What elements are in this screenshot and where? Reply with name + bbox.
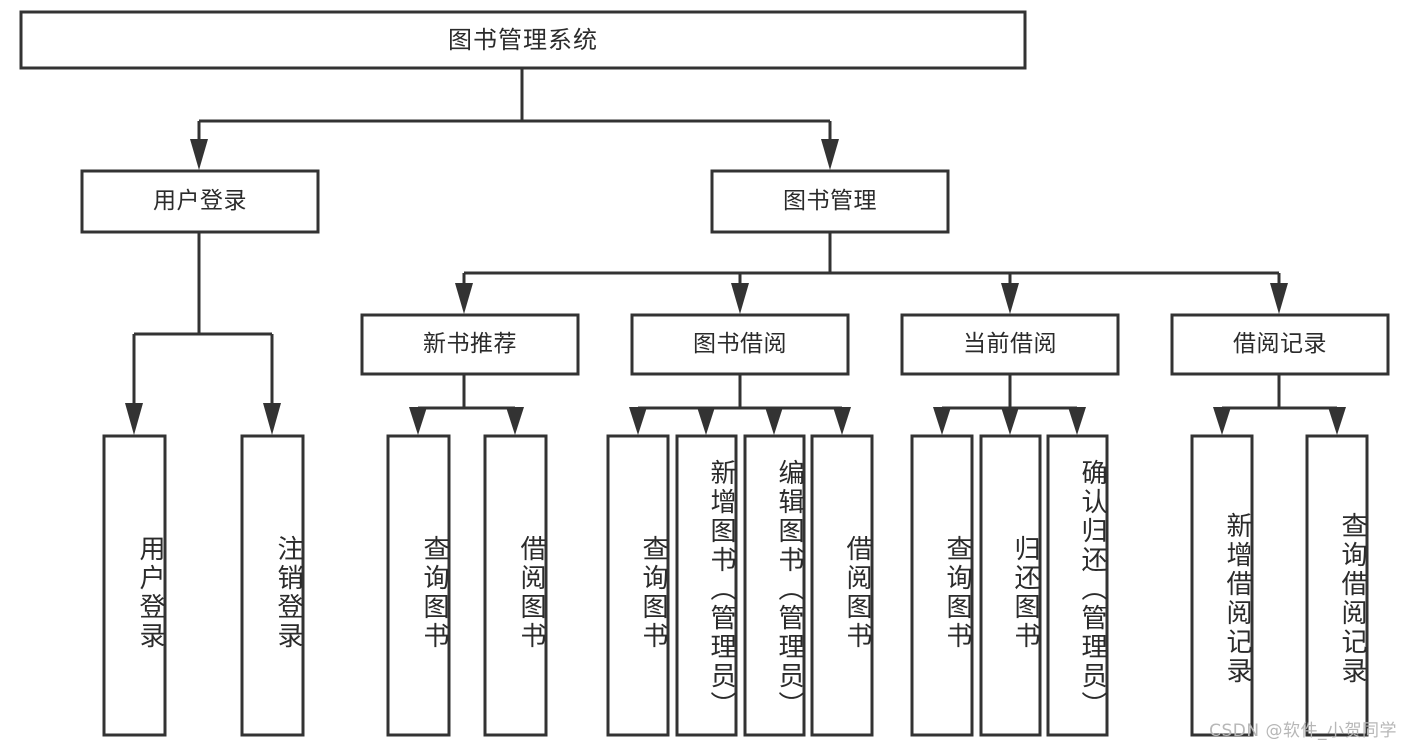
node-box-leaf-query-book-1[interactable] xyxy=(386,434,451,737)
node-box-leaf-edit-book[interactable] xyxy=(743,434,806,737)
arrowhead-new-book-recommend xyxy=(455,283,473,314)
arrowhead-book-management xyxy=(821,139,839,170)
arrowhead-borrow-record xyxy=(1270,283,1288,314)
node-box-leaf-user-logout[interactable] xyxy=(240,434,305,737)
node-box-leaf-return-book[interactable] xyxy=(979,434,1042,737)
node-box-root[interactable] xyxy=(19,10,1027,70)
arrowhead-leaf-user-logout xyxy=(263,403,281,435)
node-box-leaf-query-book-3[interactable] xyxy=(910,434,974,737)
node-box-leaf-user-login[interactable] xyxy=(102,434,167,737)
arrowhead-leaf-confirm-return xyxy=(1068,407,1086,435)
node-box-leaf-borrow-book-1[interactable] xyxy=(483,434,548,737)
arrowhead-leaf-user-login xyxy=(125,403,143,435)
arrowhead-book-borrow xyxy=(731,283,749,314)
arrowhead-leaf-add-record xyxy=(1213,407,1231,435)
arrowhead-leaf-borrow-book-1 xyxy=(506,407,524,435)
node-box-book-borrow[interactable] xyxy=(630,313,850,376)
arrowhead-leaf-borrow-book-2 xyxy=(833,407,851,435)
arrowhead-leaf-edit-book xyxy=(765,407,783,435)
arrowhead-leaf-query-book-2 xyxy=(629,407,647,435)
node-box-book-management[interactable] xyxy=(710,169,950,234)
node-box-leaf-add-book[interactable] xyxy=(675,434,738,737)
arrowhead-leaf-query-book-1 xyxy=(409,407,427,435)
node-box-borrow-record[interactable] xyxy=(1170,313,1390,376)
arrowhead-leaf-return-book xyxy=(1001,407,1019,435)
node-box-leaf-confirm-return[interactable] xyxy=(1046,434,1109,737)
arrowhead-leaf-query-record xyxy=(1328,407,1346,435)
node-box-leaf-add-record[interactable] xyxy=(1190,434,1254,737)
node-box-current-borrow[interactable] xyxy=(900,313,1120,376)
node-box-leaf-query-book-2[interactable] xyxy=(606,434,670,737)
watermark: CSDN @软件_小贺同学 xyxy=(1209,721,1397,741)
node-box-layer xyxy=(19,10,1390,737)
node-box-leaf-borrow-book-2[interactable] xyxy=(810,434,874,737)
arrowhead-user-login xyxy=(190,139,208,170)
arrowhead-current-borrow xyxy=(1001,283,1019,314)
arrowhead-leaf-query-book-3 xyxy=(933,407,951,435)
connector-layer xyxy=(125,69,1346,435)
arrowhead-leaf-add-book xyxy=(697,407,715,435)
node-box-user-login[interactable] xyxy=(80,169,320,234)
node-box-leaf-query-record[interactable] xyxy=(1305,434,1369,737)
node-box-new-book-recommend[interactable] xyxy=(360,313,580,376)
